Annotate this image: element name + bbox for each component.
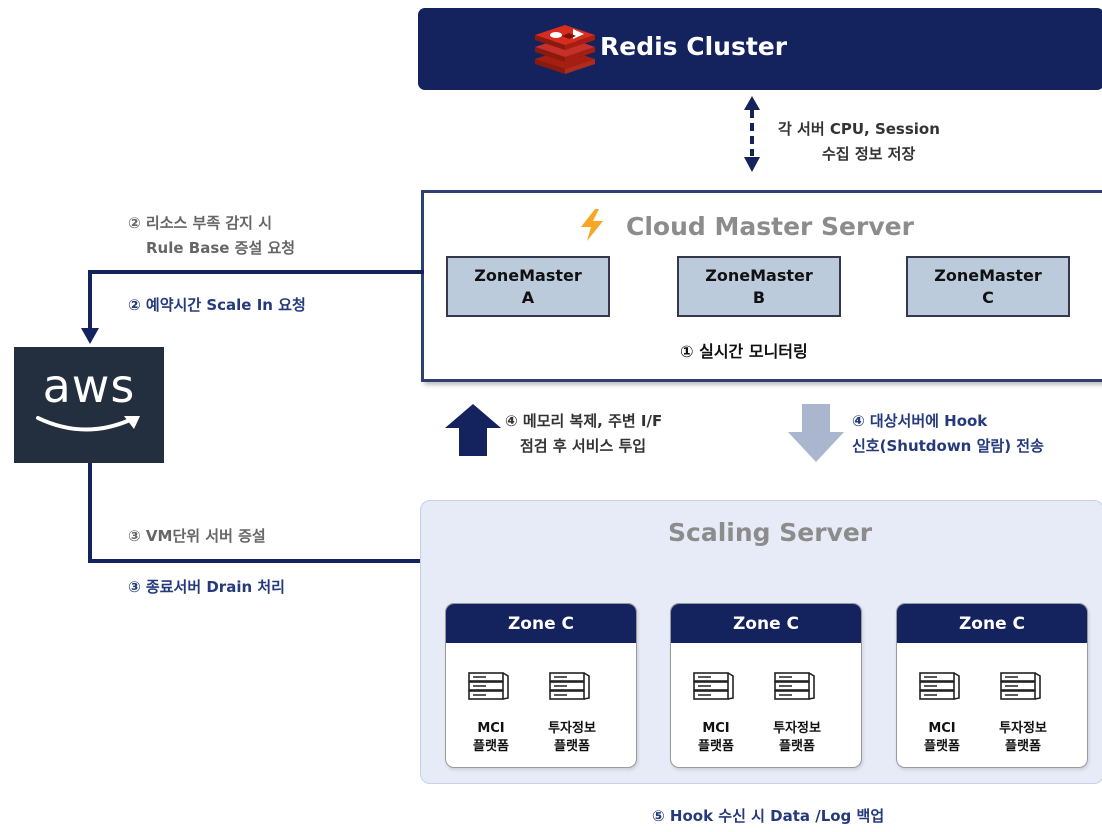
zone-header: Zone C — [446, 604, 636, 643]
platform-name: MCI — [928, 721, 956, 736]
resource-shortage-label-line1: ② 리소스 부족 감지 시 — [128, 214, 272, 232]
platform-suffix: 플랫폼 — [473, 739, 509, 754]
scaling-zone-card-1: Zone C MCI 플랫폼 투자정보 플랫폼 — [445, 603, 637, 768]
aws-smile-icon — [36, 416, 140, 432]
realtime-monitoring-label: ① 실시간 모니터링 — [680, 342, 808, 361]
platform-suffix: 플랫폼 — [779, 739, 815, 754]
server-icon — [919, 672, 960, 700]
cloud-master-title: Cloud Master Server — [626, 212, 914, 241]
platform-suffix: 플랫폼 — [1005, 739, 1041, 754]
redis-cluster-title: Redis Cluster — [600, 32, 788, 61]
aws-down-arrowhead-icon — [81, 328, 99, 344]
redis-sync-double-arrow-icon — [744, 96, 760, 172]
zone-master-c-name: ZoneMaster — [934, 265, 1042, 285]
zone-header: Zone C — [671, 604, 861, 643]
platform-suffix: 플랫폼 — [924, 739, 960, 754]
scaling-zone-card-3: Zone C MCI 플랫폼 투자정보 플랫폼 — [896, 603, 1088, 768]
server-icon — [693, 672, 734, 700]
drain-label: ③ 종료서버 Drain 처리 — [128, 578, 285, 596]
zone-master-b-id: B — [752, 287, 766, 307]
scaling-server-title: Scaling Server — [668, 518, 873, 547]
server-icon — [468, 672, 509, 700]
redis-arrow-label-line1: 각 서버 CPU, Session — [778, 120, 940, 138]
resource-shortage-label-line2: Rule Base 증설 요청 — [146, 239, 296, 257]
memory-replication-label-line1: ④ 메모리 복제, 주변 I/F — [505, 412, 663, 430]
lightning-bolt-icon — [581, 209, 603, 241]
zone-header: Zone C — [897, 604, 1087, 643]
aws-logo-text: aws — [42, 359, 136, 413]
platform-name: 투자정보 — [999, 721, 1047, 736]
mci-platform-label: MCI 플랫폼 — [902, 720, 982, 756]
platform-name: 투자정보 — [548, 721, 596, 736]
hook-signal-down-arrow-icon — [788, 404, 844, 462]
redis-cluster-box — [418, 8, 1102, 90]
platform-name: MCI — [477, 721, 505, 736]
zone-master-b: ZoneMaster B — [677, 256, 841, 317]
aws-logo-box — [14, 347, 164, 463]
investment-platform-label: 투자정보 플랫폼 — [757, 720, 837, 756]
zone-master-a-name: ZoneMaster — [474, 265, 582, 285]
server-icon — [774, 672, 815, 700]
service-injection-up-arrow-icon — [445, 404, 501, 456]
zone-master-c-id: C — [982, 287, 994, 307]
zone-master-a-id: A — [521, 287, 535, 307]
zone-master-a: ZoneMaster A — [446, 256, 610, 317]
vm-scale-out-label: ③ VM단위 서버 증설 — [128, 527, 266, 545]
hook-signal-label-line1: ④ 대상서버에 Hook — [852, 412, 988, 430]
platform-name: MCI — [702, 721, 730, 736]
server-icon — [1000, 672, 1041, 700]
server-icon — [549, 672, 590, 700]
investment-platform-label: 투자정보 플랫폼 — [532, 720, 612, 756]
mci-platform-label: MCI 플랫폼 — [451, 720, 531, 756]
platform-name: 투자정보 — [773, 721, 821, 736]
redis-arrow-label-line2: 수집 정보 저장 — [822, 145, 916, 163]
zone-master-b-name: ZoneMaster — [705, 265, 813, 285]
platform-suffix: 플랫폼 — [554, 739, 590, 754]
mci-platform-label: MCI 플랫폼 — [676, 720, 756, 756]
scaling-zone-card-2: Zone C MCI 플랫폼 투자정보 플랫폼 — [670, 603, 862, 768]
platform-suffix: 플랫폼 — [698, 739, 734, 754]
hook-signal-label-line2: 신호(Shutdown 알람) 전송 — [852, 437, 1044, 455]
backup-label: ⑤ Hook 수신 시 Data /Log 백업 — [652, 807, 885, 825]
scale-in-request-label: ② 예약시간 Scale In 요청 — [128, 296, 306, 314]
redis-logo-icon — [535, 25, 595, 74]
memory-replication-label-line2: 점검 후 서비스 투입 — [520, 437, 647, 455]
investment-platform-label: 투자정보 플랫폼 — [983, 720, 1063, 756]
zone-master-c: ZoneMaster C — [906, 256, 1070, 317]
cloud-master-to-aws-line — [88, 270, 424, 330]
